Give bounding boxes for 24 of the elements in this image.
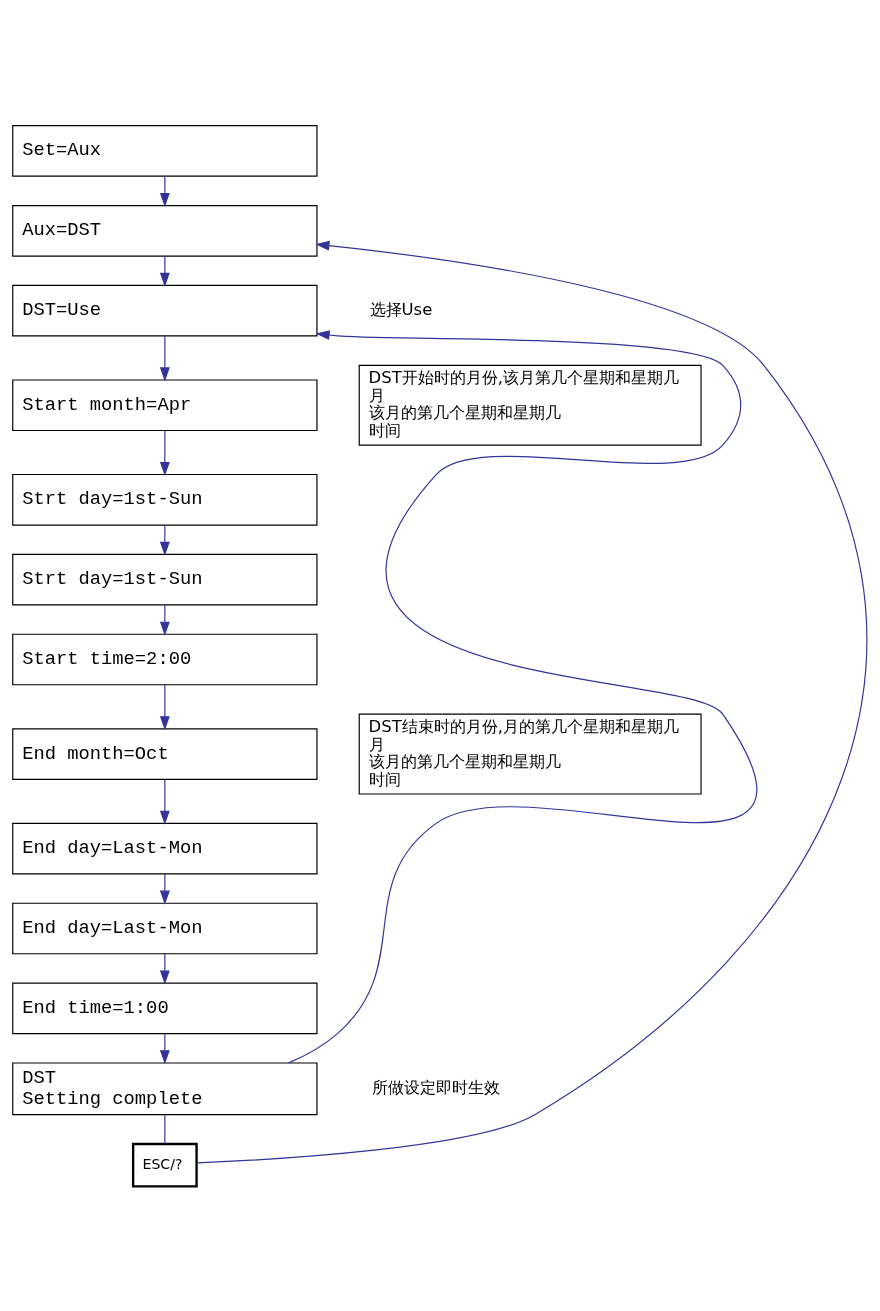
node-box: ESC/? [131,1142,198,1187]
node-box: End time=1:00 [12,982,318,1034]
arrow [159,335,170,381]
arrow [196,240,868,1163]
arrow [159,429,170,476]
node-box: Set=Aux [12,124,318,177]
node-box: DST=Use [12,284,318,337]
node-box: DST Setting complete [12,1061,318,1115]
node-box: Start time=2:00 [12,633,318,685]
node-box: Start month=Apr [12,378,318,431]
node-box: DST结束时的月份,月的第几个星期和星期几 月 该月的第几个星期和星期几 时间 [358,713,702,795]
node-box: End day=Last-Mon [12,902,318,954]
connector [164,1113,166,1144]
arrow [159,778,170,825]
node-box: Strt day=1st-Sun [12,473,318,526]
node-box: DST开始时的月份,该月第几个星期和星期几 月 该月的第几个星期和星期几 时间 [358,364,702,446]
arrow [287,329,758,1063]
arrow [159,683,170,730]
node-label: 所做设定即时生效 [372,1077,501,1097]
node-box: End month=Oct [12,727,318,780]
node-box: Strt day=1st-Sun [12,553,318,605]
node-box: End day=Last-Mon [12,822,318,874]
node-box: Aux=DST [12,204,318,257]
node-label: 选择Use [369,299,433,319]
